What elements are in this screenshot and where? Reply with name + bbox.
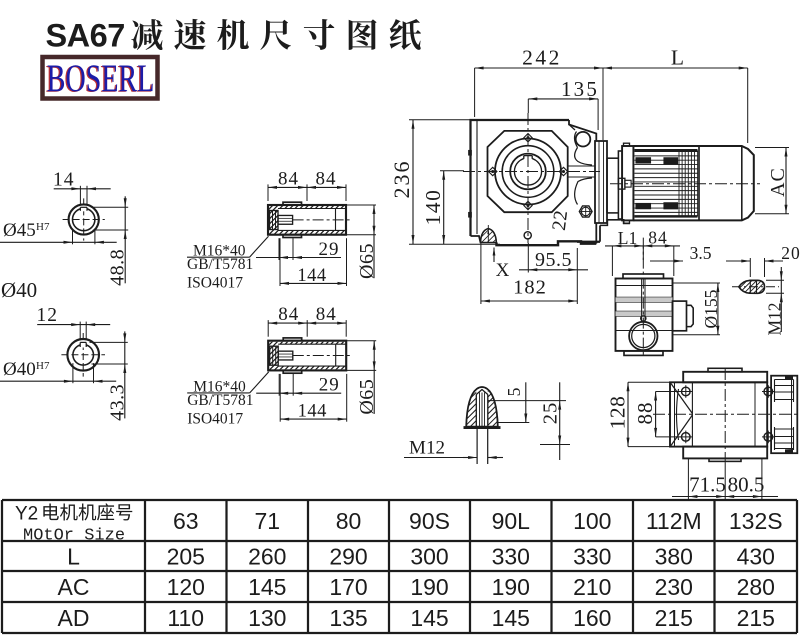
- svg-text:140: 140: [421, 189, 445, 226]
- svg-text:236: 236: [389, 160, 414, 199]
- svg-text:14: 14: [53, 169, 75, 190]
- svg-text:5: 5: [504, 387, 524, 396]
- svg-text:145: 145: [410, 605, 448, 631]
- svg-text:112M: 112M: [646, 508, 702, 534]
- svg-text:L: L: [671, 46, 684, 70]
- svg-text:145: 145: [248, 574, 286, 600]
- svg-text:Y2: Y2: [15, 504, 38, 525]
- svg-text:43.3: 43.3: [106, 384, 128, 421]
- svg-text:71: 71: [254, 508, 280, 534]
- svg-text:H7: H7: [36, 360, 50, 372]
- svg-text:380: 380: [655, 544, 693, 570]
- svg-text:135: 135: [561, 77, 599, 101]
- svg-text:BOSERL: BOSERL: [47, 58, 155, 100]
- svg-text:71.5: 71.5: [689, 473, 726, 497]
- svg-text:Ø65: Ø65: [356, 243, 378, 279]
- svg-text:84: 84: [316, 304, 337, 325]
- svg-text:230: 230: [655, 574, 693, 600]
- svg-text:L: L: [67, 544, 80, 570]
- svg-text:84: 84: [648, 228, 668, 248]
- svg-text:63: 63: [173, 508, 199, 534]
- svg-text:GB/T5781: GB/T5781: [187, 256, 253, 273]
- svg-text:MOtOr Size: MOtOr Size: [23, 527, 125, 546]
- svg-text:145: 145: [492, 605, 530, 631]
- svg-text:144: 144: [298, 402, 327, 422]
- svg-text:SA67: SA67: [46, 18, 125, 54]
- svg-text:X: X: [496, 260, 510, 281]
- svg-text:280: 280: [737, 574, 775, 600]
- svg-text:80.5: 80.5: [728, 473, 765, 497]
- svg-text:29: 29: [319, 239, 340, 260]
- svg-text:260: 260: [248, 544, 286, 570]
- svg-text:290: 290: [329, 544, 367, 570]
- svg-text:BOSERL: BOSERL: [45, 58, 153, 100]
- svg-text:84: 84: [316, 168, 337, 189]
- svg-text:132S: 132S: [729, 508, 783, 534]
- svg-text:84: 84: [278, 304, 299, 325]
- svg-text:Ø45: Ø45: [3, 220, 36, 241]
- svg-text:144: 144: [297, 266, 326, 286]
- svg-text:Ø65: Ø65: [356, 379, 378, 415]
- svg-text:190: 190: [410, 574, 448, 600]
- svg-text:215: 215: [655, 605, 693, 631]
- svg-text:25: 25: [540, 402, 562, 425]
- svg-text:ISO4017: ISO4017: [187, 275, 243, 292]
- svg-text:100: 100: [573, 508, 611, 534]
- svg-text:M16*40: M16*40: [193, 243, 246, 260]
- svg-text:3.5: 3.5: [690, 243, 712, 263]
- svg-text:AC: AC: [767, 167, 789, 197]
- svg-text:135: 135: [329, 605, 367, 631]
- svg-text:90S: 90S: [409, 508, 450, 534]
- svg-text:205: 205: [167, 544, 205, 570]
- svg-text:80: 80: [336, 508, 362, 534]
- svg-text:M16*40: M16*40: [193, 378, 246, 395]
- svg-text:90L: 90L: [492, 508, 531, 534]
- svg-text:88: 88: [633, 402, 657, 425]
- svg-text:215: 215: [737, 605, 775, 631]
- svg-text:ISO4017: ISO4017: [187, 410, 243, 427]
- svg-text:170: 170: [329, 574, 367, 600]
- svg-text:AD: AD: [58, 605, 90, 631]
- svg-text:190: 190: [492, 574, 530, 600]
- svg-text:20: 20: [781, 243, 800, 263]
- svg-text:22: 22: [549, 209, 572, 232]
- svg-text:L1: L1: [618, 228, 637, 248]
- svg-text:GB/T5781: GB/T5781: [187, 392, 253, 409]
- svg-text:160: 160: [573, 605, 611, 631]
- svg-text:330: 330: [573, 544, 611, 570]
- svg-text:430: 430: [737, 544, 775, 570]
- svg-text:12: 12: [36, 305, 58, 326]
- svg-text:128: 128: [606, 396, 630, 430]
- svg-text:300: 300: [410, 544, 448, 570]
- svg-text:182: 182: [513, 277, 547, 299]
- svg-text:242: 242: [522, 46, 562, 70]
- svg-text:120: 120: [167, 574, 205, 600]
- svg-text:84: 84: [278, 168, 299, 189]
- svg-text:330: 330: [492, 544, 530, 570]
- svg-text:48.8: 48.8: [107, 249, 129, 286]
- svg-text:H7: H7: [36, 221, 50, 233]
- svg-text:29: 29: [319, 375, 340, 396]
- svg-text:M12: M12: [764, 302, 784, 335]
- svg-text:Ø40: Ø40: [3, 359, 36, 380]
- svg-text:Ø40: Ø40: [1, 278, 37, 302]
- svg-text:AC: AC: [58, 574, 90, 600]
- svg-text:95.5: 95.5: [535, 249, 572, 271]
- svg-text:110: 110: [167, 605, 204, 631]
- svg-text:M12: M12: [409, 438, 445, 459]
- svg-text:210: 210: [573, 574, 611, 600]
- svg-text:130: 130: [248, 605, 286, 631]
- svg-text:Ø155: Ø155: [701, 289, 721, 328]
